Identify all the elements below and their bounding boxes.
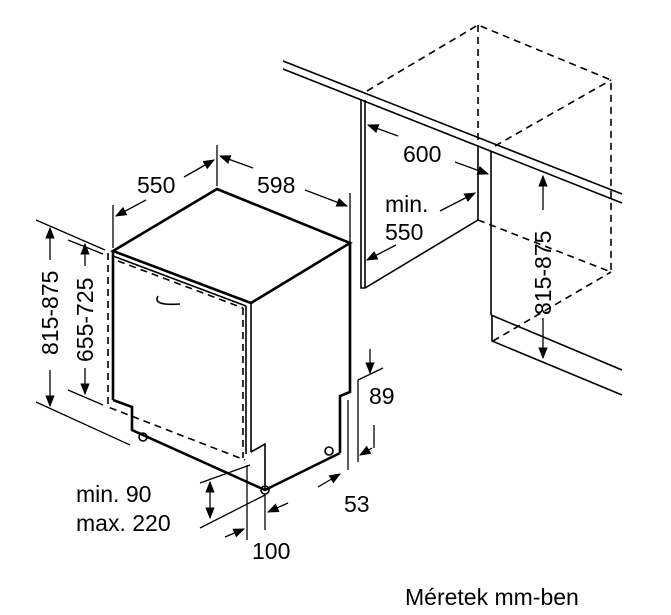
niche-depth-min-label: min. <box>385 191 428 217</box>
plinth-depth-label: 53 <box>344 491 370 517</box>
plinth-height-min: min. 90 <box>76 481 151 507</box>
countertop <box>282 60 623 204</box>
foot <box>138 432 148 442</box>
niche-width-label: 600 <box>403 141 441 167</box>
plinth-height-max: max. 220 <box>76 510 171 536</box>
dimension-lines <box>35 124 548 540</box>
foot <box>324 446 334 456</box>
dishwasher-body <box>110 187 353 495</box>
niche-cabinets <box>360 24 623 396</box>
width-label: 598 <box>257 172 295 198</box>
foot <box>260 485 270 495</box>
plinth-top-label: 89 <box>369 383 395 409</box>
total-height-label: 815-875 <box>37 271 63 355</box>
door-height-label: 655-725 <box>72 278 98 362</box>
depth-label: 550 <box>137 172 175 198</box>
door-panel-outline <box>107 253 246 461</box>
niche-depth-value: 550 <box>385 219 423 245</box>
foot-offset-label: 100 <box>252 538 290 564</box>
niche-height-label: 815-875 <box>530 231 556 315</box>
unit-note: Méretek mm-ben <box>405 584 579 610</box>
door-handle <box>156 295 181 306</box>
